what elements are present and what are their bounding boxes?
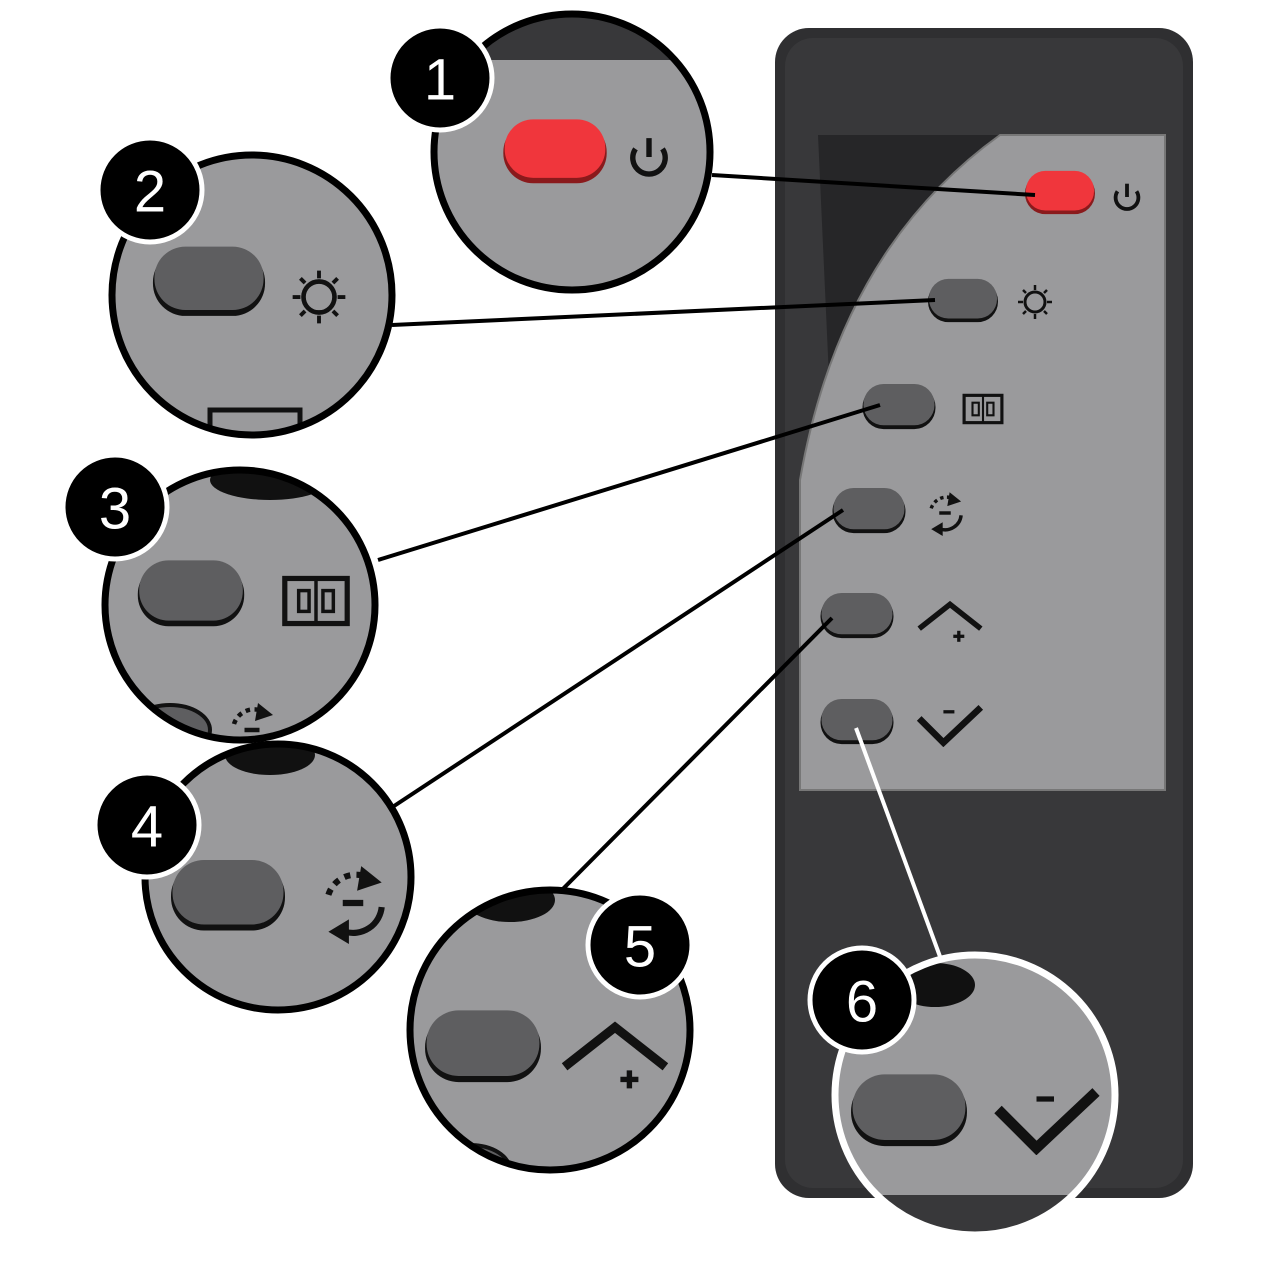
leader-line-1: [711, 173, 1036, 197]
power-button[interactable]: [1025, 170, 1095, 215]
badge-5-number: 5: [624, 915, 656, 980]
badge-1: 1: [385, 23, 495, 133]
leader-line-4: [386, 508, 845, 812]
badge-5: 5: [585, 890, 695, 1000]
badge-6: 6: [807, 945, 917, 1055]
badge-2-number: 2: [134, 160, 166, 225]
down-minus-button[interactable]: [820, 698, 894, 745]
badge-2: 2: [95, 135, 205, 245]
callout-1-magnifier: [430, 10, 714, 294]
badge-1-number: 1: [424, 48, 456, 113]
up-plus-button[interactable]: [820, 592, 894, 639]
brightness-button[interactable]: [928, 278, 998, 323]
leader-lines: [377, 173, 1036, 963]
badge-6-number: 6: [846, 970, 878, 1035]
remote-control: [775, 28, 1193, 1198]
flame-cycle-button[interactable]: [832, 487, 906, 534]
leader-line-2: [391, 298, 936, 327]
leader-line-3: [377, 403, 881, 562]
badge-3: 3: [60, 452, 170, 562]
leader-line-5: [538, 616, 834, 914]
badge-4-number: 4: [131, 795, 163, 860]
leader-line-6: [854, 727, 944, 963]
badge-4: 4: [92, 770, 202, 880]
badge-3-number: 3: [99, 477, 131, 542]
callout-4-magnifier: [141, 740, 415, 1014]
